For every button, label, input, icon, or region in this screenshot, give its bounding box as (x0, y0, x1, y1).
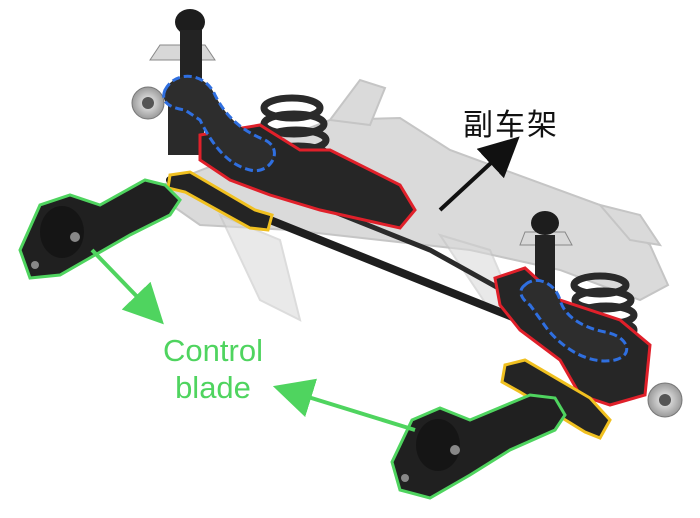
left-control-blade (18, 178, 182, 280)
subframe-label: 副车架 (463, 108, 559, 143)
control-blade-label-line1: Control (163, 333, 263, 368)
left-lower-link (166, 170, 274, 232)
left-upper-link (162, 74, 276, 173)
right-control-blade (390, 393, 567, 500)
control-blade-label: Control blade (148, 332, 278, 406)
left-wheel-hub (131, 86, 165, 120)
right-wheel-hub (647, 382, 683, 418)
right-upper-link (519, 279, 629, 363)
blade-arrow-left (90, 248, 164, 325)
subframe-arrow (438, 136, 520, 212)
blade-arrow-right (272, 378, 416, 432)
control-blade-label-line2: blade (175, 370, 251, 405)
